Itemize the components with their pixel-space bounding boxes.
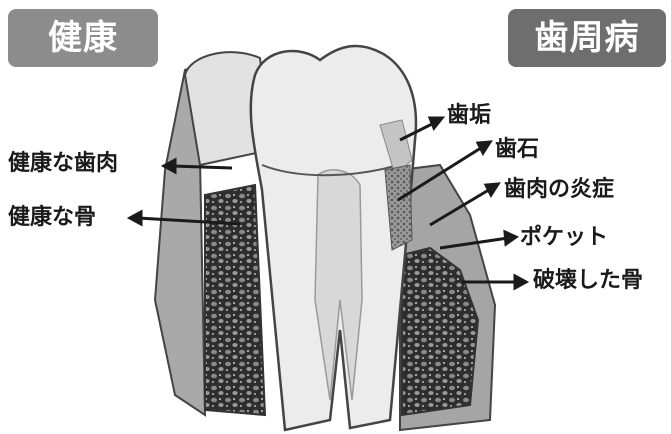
label-healthy-gum: 健康な歯肉 — [8, 151, 118, 177]
label-destroyed-bone: 破壊した骨 — [533, 268, 643, 294]
label-healthy-bone: 健康な骨 — [8, 205, 96, 231]
label-plaque: 歯垢 — [447, 103, 491, 129]
label-pocket: ポケット — [520, 225, 608, 251]
healthy-gum-arrow — [172, 166, 232, 168]
healthy-bone-region — [205, 185, 265, 415]
label-gum-inflammation: 歯肉の炎症 — [504, 177, 614, 203]
label-tartar: 歯石 — [495, 137, 539, 163]
